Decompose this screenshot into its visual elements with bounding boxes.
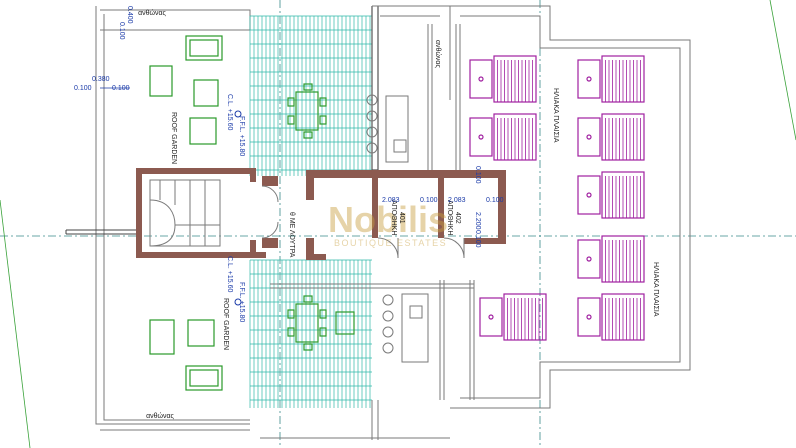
label-anthonas-bottom: ανθώνας <box>146 412 174 420</box>
solar-panel <box>469 113 537 161</box>
solar-panels <box>469 55 645 341</box>
watermark-main: Nobilis <box>328 199 448 240</box>
label-roof-garden-bottom: ROOF GARDEN <box>222 298 229 350</box>
building-outline <box>260 5 691 440</box>
label-storage-left-code: 401 <box>398 212 405 224</box>
dim-2200: 2.200 <box>474 212 481 230</box>
label-storage-right: ΑΠΟΘΗΚΗ <box>446 200 453 235</box>
label-roof-garden-top: ROOF GARDEN <box>170 112 177 164</box>
dimensions: 0.400 0.100 0.380 0.100 0.100 2.083 0.10… <box>74 6 504 248</box>
dim-0100-g: 0.100 <box>474 166 481 184</box>
solar-panel <box>577 235 645 283</box>
label-storage-left: ΑΠΟΘΗΚΗ <box>390 200 397 235</box>
label-level-top-cl: C.L. +15.60 <box>226 94 233 130</box>
solar-panel <box>577 55 645 103</box>
roof-garden-parapet <box>95 6 251 431</box>
solar-panel <box>577 113 645 161</box>
solar-panel <box>577 293 645 341</box>
dim-0100-e: 0.100 <box>486 197 504 204</box>
label-storage-right-code: 402 <box>454 212 461 224</box>
level-markers <box>100 87 242 306</box>
bar-counters <box>366 94 429 363</box>
dim-0100-f: 0.100 <box>474 230 481 248</box>
label-level-bottom-cl: C.L. +15.60 <box>226 256 233 292</box>
label-level-top-ffl: F.F.L. +15.80 <box>238 116 245 156</box>
dim-0100-a: 0.100 <box>118 22 125 40</box>
dim-2083-b: 2.083 <box>448 197 466 204</box>
dim-0380: 0.380 <box>92 76 110 83</box>
dim-0100-c: 0.100 <box>112 85 130 92</box>
label-solar-bottom: ΗΛΙΑΚΑ ΠΛΑΙΣΙΑ <box>652 262 659 317</box>
dim-0400: 0.400 <box>126 6 133 24</box>
label-solar-top: ΗΛΙΑΚΑ ΠΛΑΙΣΙΑ <box>552 88 559 143</box>
label-boiler: θ ΜΕ ΛΟΥΤΡΑ <box>288 212 295 258</box>
solar-panel <box>469 55 537 103</box>
dim-2083-a: 2.083 <box>382 197 400 204</box>
labels: ανθώνας ανθώνας ανθώνας ROOF GARDEN ROOF… <box>138 9 659 420</box>
solar-panel <box>479 293 547 341</box>
watermark: Nobilis BOUTIQUE ESTATES <box>328 199 448 248</box>
label-anthonas-vertical: ανθώνας <box>434 40 442 68</box>
stair-core <box>65 168 278 258</box>
label-anthonas-top: ανθώνας <box>138 9 166 17</box>
pergola-top <box>249 15 372 176</box>
label-level-bottom-ffl: F.F.L. +15.80 <box>238 282 245 322</box>
solar-panel <box>577 171 645 219</box>
dining-tables <box>287 83 355 351</box>
watermark-sub: BOUTIQUE ESTATES <box>334 238 447 248</box>
roof-furniture <box>149 35 223 391</box>
storage-rooms <box>261 170 506 260</box>
dim-0100-b: 0.100 <box>74 85 92 92</box>
dim-0100-d: 0.100 <box>420 197 438 204</box>
